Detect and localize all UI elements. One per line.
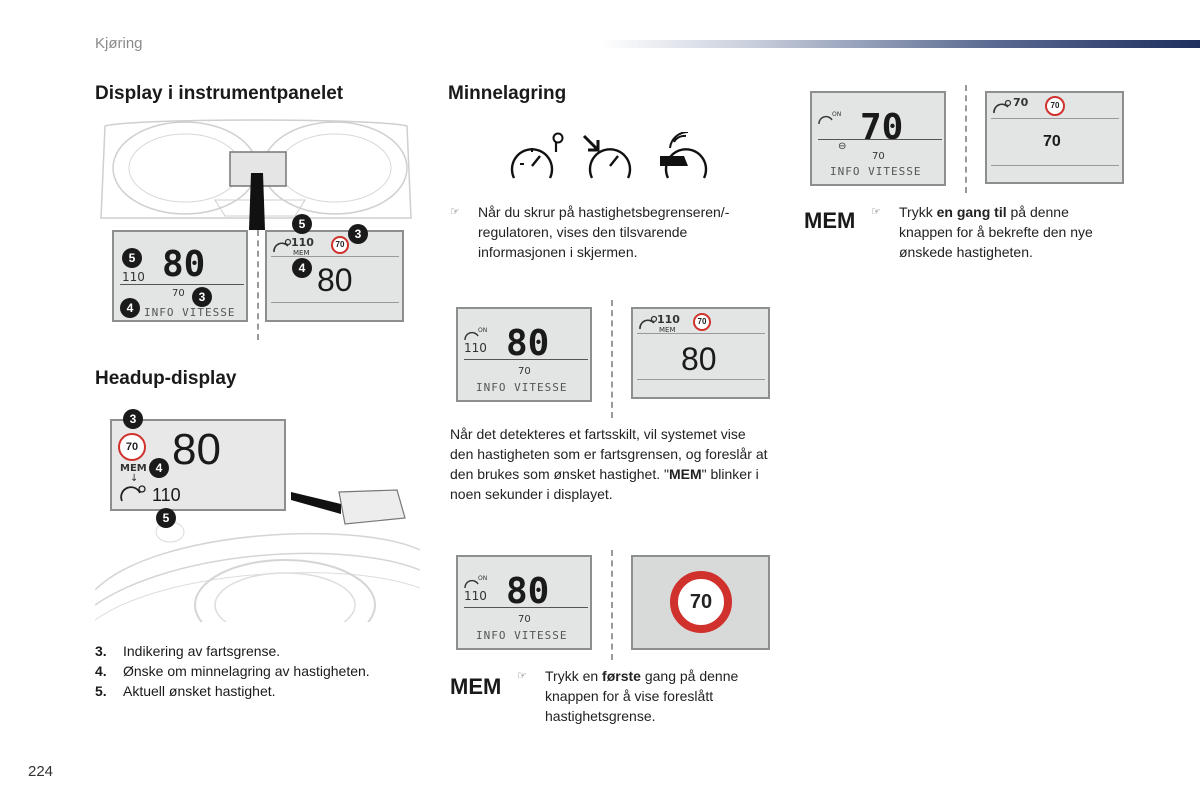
lcd-speed: 70: [860, 107, 904, 148]
speed-sign: 70: [1045, 96, 1065, 116]
speedometer-limiter-icon: [993, 99, 1012, 114]
callout-5: 5: [122, 248, 142, 268]
lcd-instrument-panel: ON 110 80 70 INFO VITESSE: [456, 555, 592, 650]
lcd-info-line: INFO VITESSE: [830, 165, 922, 178]
mem-button-label: MEM: [804, 208, 856, 233]
hud-limit: 110: [152, 485, 181, 505]
speed-sign-panel: 70: [631, 555, 770, 650]
legend-item: 3.Indikering av fartsgrense.: [95, 643, 281, 659]
callout-5: 5: [292, 214, 312, 234]
lcd-on: ON: [832, 111, 842, 118]
lcd-sign-value: 70: [518, 366, 531, 377]
speedometer-cruise-icon: [660, 132, 708, 179]
speedometer-limiter-icon: [639, 315, 658, 330]
speed-sign: 70: [693, 313, 711, 331]
paragraph-mem-confirm: Trykk en gang til på denne knappen for å…: [899, 204, 1093, 260]
legend-item: 4.Ønske om minnelagring av hastigheten.: [95, 663, 370, 679]
speedometer-limiter-icon: [464, 579, 479, 589]
lcd-sign-value: 70: [872, 151, 885, 162]
lcd-info-line: INFO VITESSE: [476, 381, 568, 394]
lcd-on: ON: [478, 575, 488, 582]
lcd-limit: 70: [1013, 96, 1029, 109]
callout-5: 5: [156, 508, 176, 528]
paragraph-display-info: Når du skrur på hastighetsbegrenseren/-r…: [478, 204, 730, 260]
callout-4: 4: [292, 258, 312, 278]
speed-sign: 70: [331, 236, 349, 254]
lcd-speed: 80: [162, 244, 206, 285]
lcd-speed: 80: [681, 341, 717, 377]
lcd-info-line: INFO VITESSE: [476, 629, 568, 642]
arrow-down-icon: ↓: [130, 473, 139, 484]
lcd-sign-value: 70: [518, 614, 531, 625]
minus-circle-icon: ⊖: [838, 141, 847, 152]
paragraph-sign-detected: Når det detekteres et fartsskilt, vil sy…: [450, 426, 768, 502]
bullet-hand-icon: ☞: [517, 670, 527, 682]
lcd-limit: 110: [657, 313, 680, 326]
page-number: 224: [28, 763, 54, 780]
lcd-speed: 80: [506, 571, 550, 612]
heading-instrument-display: Display i instrumentpanelet: [95, 83, 344, 104]
legend-item: 5.Aktuell ønsket hastighet.: [95, 683, 276, 699]
header-bar: [600, 40, 1200, 48]
bullet-hand-icon: ☞: [871, 206, 881, 218]
mem-button-label: MEM: [450, 674, 502, 699]
speedometer-arrow-icon: [582, 134, 632, 179]
speedometer-limiter-icon: [273, 238, 292, 253]
legend-list: 3.Indikering av fartsgrense. 4.Ønske om …: [95, 641, 415, 701]
hud-speed: 80: [172, 425, 221, 474]
lcd-limit: 110: [464, 589, 487, 603]
speedometer-limiter-icon: [510, 132, 564, 179]
lcd-speed: 80: [317, 262, 353, 298]
callout-3: 3: [123, 409, 143, 429]
lcd-mem: MEM: [659, 326, 676, 334]
speedometer-limiter-icon: [120, 485, 146, 502]
headup-illustration: [95, 489, 420, 622]
heading-headup-display: Headup-display: [95, 368, 237, 389]
speed-sign: 70: [118, 433, 146, 461]
headup-display: 70 80 MEM ↓ 110: [110, 419, 286, 511]
lcd-on: ON: [478, 327, 488, 334]
lcd-instrument-panel: 5 110 80 70 3 4 INFO VITESSE: [112, 230, 248, 322]
lcd-mem: MEM: [293, 249, 310, 257]
lcd-limit: 110: [291, 236, 314, 249]
bullet-hand-icon: ☞: [450, 206, 460, 218]
section-label: Kjøring: [95, 35, 143, 52]
hud-mem: MEM: [120, 463, 147, 474]
lcd-info-line: INFO VITESSE: [144, 306, 236, 319]
lcd-speed: 70: [1043, 133, 1061, 150]
lcd-limit: 110: [122, 270, 145, 284]
callout-3: 3: [348, 224, 368, 244]
lcd-limit: 110: [464, 341, 487, 355]
speedometer-limiter-icon: [464, 331, 479, 341]
speed-sign: 70: [670, 571, 732, 633]
callout-4: 4: [120, 298, 140, 318]
heading-memorisation: Minnelagring: [448, 83, 567, 104]
lcd-color-panel: 70 70 70: [985, 91, 1124, 184]
lcd-sign-value: 70: [172, 288, 185, 299]
speedometer-limiter-icon: [818, 115, 833, 125]
paragraph-mem-first: Trykk en første gang på denne knappen fo…: [545, 668, 739, 724]
lcd-color-panel: 110 MEM 70 80: [265, 230, 404, 322]
lcd-instrument-panel: ON 110 80 70 INFO VITESSE: [456, 307, 592, 402]
lcd-speed: 80: [506, 323, 550, 364]
callout-3: 3: [192, 287, 212, 307]
callout-4: 4: [149, 458, 169, 478]
lcd-color-panel: 110 MEM 70 80: [631, 307, 770, 399]
lcd-instrument-panel: ON 70 ⊖ 70 INFO VITESSE: [810, 91, 946, 186]
dashboard-illustration: [100, 119, 412, 230]
